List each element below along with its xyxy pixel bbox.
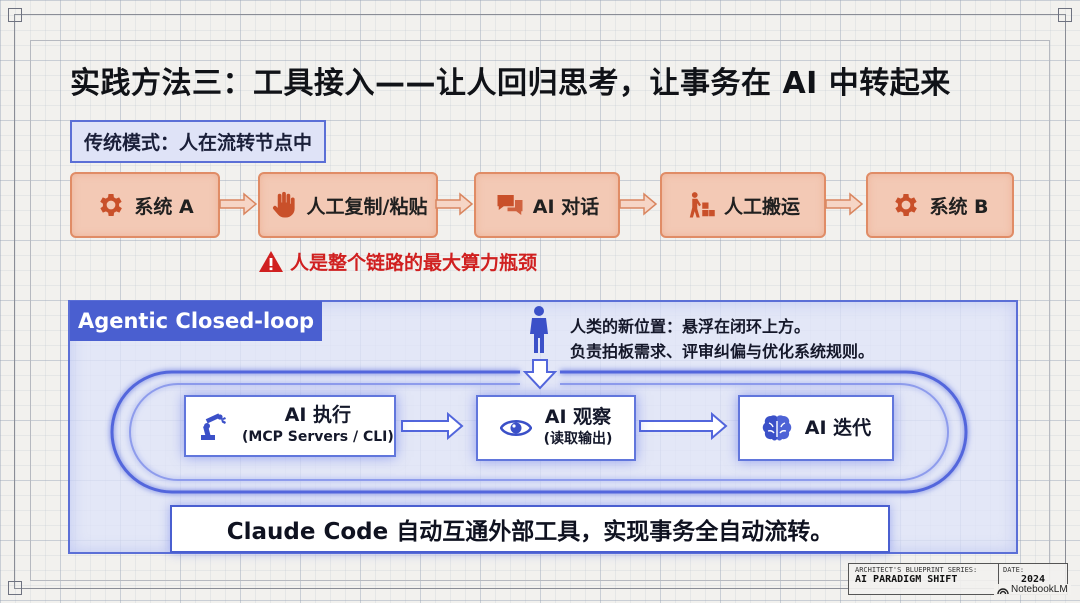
flow-step-label: AI 对话 bbox=[532, 195, 600, 218]
flow-arrow bbox=[825, 192, 864, 216]
title-block-date: DATE: 2024 bbox=[999, 564, 1067, 594]
brain-icon bbox=[762, 415, 792, 441]
flow-arrow bbox=[435, 192, 474, 216]
flow-step-label: 人工搬运 bbox=[723, 195, 800, 218]
corner-mark bbox=[1058, 8, 1072, 22]
date-label: DATE: bbox=[1003, 566, 1025, 574]
flow-step-system-a: 系统 A bbox=[70, 172, 220, 238]
page-title: 实践方法三：工具接入——让人回归思考，让事务在 AI 中转起来 bbox=[70, 66, 951, 101]
bottleneck-warning: 人是整个链路的最大算力瓶颈 bbox=[258, 248, 537, 275]
node-subtitle: (读取输出) bbox=[543, 431, 613, 447]
warning-text: 人是整个链路的最大算力瓶颈 bbox=[290, 252, 538, 274]
hand-icon bbox=[272, 191, 295, 218]
date-value: 2024 bbox=[1020, 574, 1046, 585]
flow-arrow bbox=[619, 192, 658, 216]
flow-step-label: 系统 B bbox=[929, 195, 989, 218]
flow-step-system-b: 系统 B bbox=[866, 172, 1014, 238]
human-role-note: 人类的新位置：悬浮在闭环上方。 负责拍板需求、评审纠偏与优化系统规则。 bbox=[570, 314, 874, 364]
flow-step-label: 系统 A bbox=[134, 195, 194, 218]
human-figure-icon bbox=[530, 306, 548, 353]
corner-mark bbox=[8, 581, 22, 595]
notebooklm-logo-icon bbox=[997, 587, 1009, 594]
title-block-series: ARCHITECT'S BLUEPRINT SERIES: AI PARADIG… bbox=[849, 564, 999, 594]
loop-node-ai-execute: AI 执行 (MCP Servers / CLI) bbox=[184, 395, 396, 457]
loop-node-ai-observe: AI 观察 (读取输出) bbox=[476, 395, 636, 461]
flow-step-manual-copy-paste: 人工复制/粘贴 bbox=[258, 172, 438, 238]
eye-icon bbox=[499, 420, 532, 436]
corner-mark bbox=[8, 8, 22, 22]
series-name: AI PARADIGM SHIFT bbox=[855, 574, 958, 585]
gear-icon bbox=[100, 194, 123, 216]
node-title: AI 执行 bbox=[284, 404, 352, 426]
human-note-line-2: 负责拍板需求、评审纠偏与优化系统规则。 bbox=[570, 342, 875, 361]
traditional-mode-label: 传统模式：人在流转节点中 bbox=[70, 120, 327, 163]
node-text: AI 执行 (MCP Servers / CLI) bbox=[242, 404, 394, 448]
node-text: AI 观察 (读取输出) bbox=[544, 406, 613, 450]
series-label: ARCHITECT'S BLUEPRINT SERIES: bbox=[855, 566, 978, 574]
warning-triangle-icon bbox=[259, 250, 283, 272]
node-title: AI 迭代 bbox=[804, 417, 872, 439]
node-text: AI 迭代 bbox=[805, 417, 871, 439]
agentic-loop-label: Agentic Closed-loop bbox=[70, 301, 322, 341]
chat-bubble-icon bbox=[497, 195, 523, 215]
flow-step-label: 人工复制/粘贴 bbox=[306, 195, 428, 218]
flow-step-manual-transfer: 人工搬运 bbox=[660, 172, 826, 238]
gear-icon bbox=[895, 194, 918, 216]
notebooklm-watermark: NotebookLM bbox=[994, 584, 1071, 595]
person-carrying-boxes-icon bbox=[689, 192, 715, 218]
human-note-line-1: 人类的新位置：悬浮在闭环上方。 bbox=[570, 317, 811, 336]
flow-arrow bbox=[219, 192, 258, 216]
flow-step-ai-chat: AI 对话 bbox=[474, 172, 620, 238]
watermark-text: NotebookLM bbox=[1011, 584, 1068, 595]
summary-banner: Claude Code 自动互通外部工具，实现事务全自动流转。 bbox=[170, 505, 890, 553]
node-title: AI 观察 bbox=[544, 406, 612, 428]
robot-arm-icon bbox=[201, 413, 226, 440]
node-subtitle: (MCP Servers / CLI) bbox=[242, 429, 394, 445]
loop-node-ai-iterate: AI 迭代 bbox=[738, 395, 894, 461]
